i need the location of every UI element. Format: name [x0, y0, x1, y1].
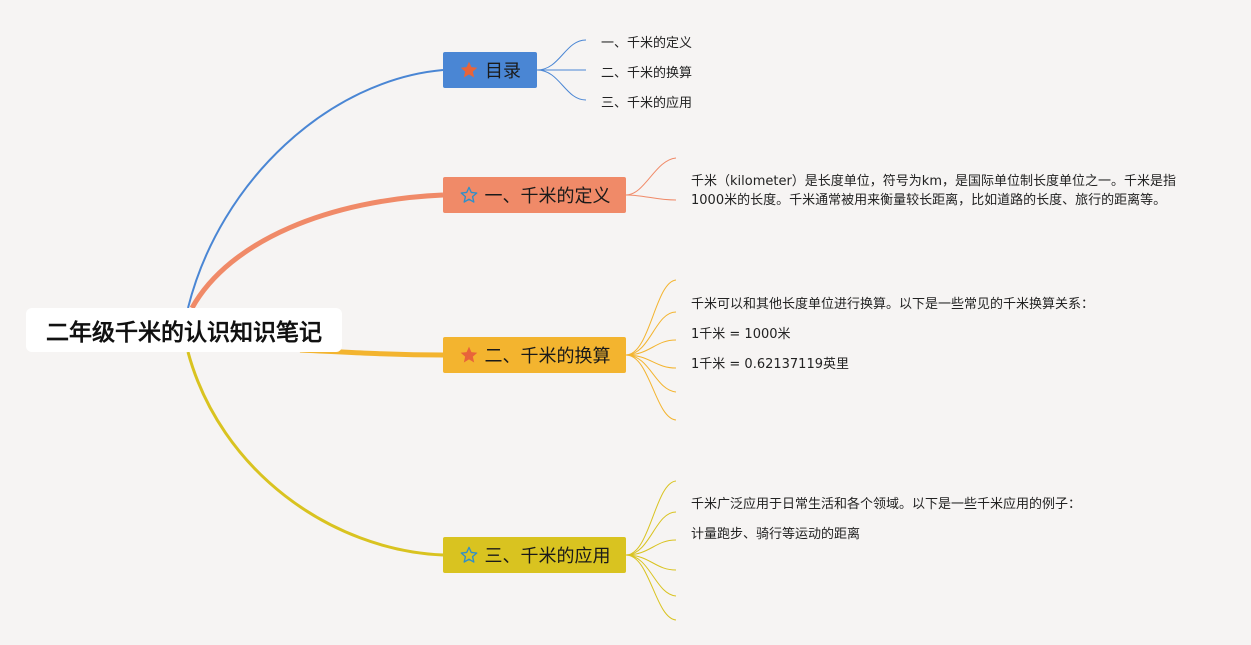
branch-application[interactable]: 三、千米的应用 — [443, 537, 626, 573]
toc-leaf-links — [536, 39, 587, 101]
root-title: 二年级千米的认识知识笔记 — [46, 320, 322, 346]
star-filled-icon — [459, 345, 479, 365]
application-item: 计量跑步、骑行等运动的距离 — [691, 527, 861, 542]
link-root-application — [186, 351, 444, 557]
branch-definition-label: 一、千米的定义 — [484, 186, 611, 207]
conversion-item: 千米可以和其他长度单位进行换算。以下是一些常见的千米换算关系： — [691, 297, 1095, 312]
link-root-toc — [187, 69, 444, 309]
branch-toc[interactable]: 目录 — [443, 52, 537, 88]
branch-conversion-label: 二、千米的换算 — [484, 346, 611, 367]
link-root-definition — [189, 192, 444, 310]
application-item: 千米广泛应用于日常生活和各个领域。以下是一些千米应用的例子： — [691, 497, 1082, 512]
root-node[interactable]: 二年级千米的认识知识笔记 — [26, 308, 342, 352]
branch-definition[interactable]: 一、千米的定义 — [443, 177, 626, 213]
conversion-leaf-links — [625, 279, 677, 421]
conversion-item: 1千米 = 0.62137119英里 — [691, 357, 849, 372]
toc-item[interactable]: 二、千米的换算 — [601, 66, 693, 81]
star-filled-icon — [459, 60, 479, 80]
definition-text: 千米（kilometer）是长度单位，符号为km，是国际单位制长度单位之一。千米… — [691, 174, 1176, 208]
branch-application-label: 三、千米的应用 — [484, 546, 611, 567]
toc-item[interactable]: 三、千米的应用 — [601, 96, 693, 111]
application-leaf-links — [625, 480, 677, 621]
branch-conversion[interactable]: 二、千米的换算 — [443, 337, 626, 373]
definition-leaf-links — [625, 157, 677, 201]
star-outline-icon — [459, 545, 479, 565]
star-outline-icon — [459, 185, 479, 205]
conversion-item: 1千米 = 1000米 — [691, 327, 791, 342]
branch-toc-label: 目录 — [485, 61, 521, 82]
toc-item[interactable]: 一、千米的定义 — [601, 36, 693, 51]
